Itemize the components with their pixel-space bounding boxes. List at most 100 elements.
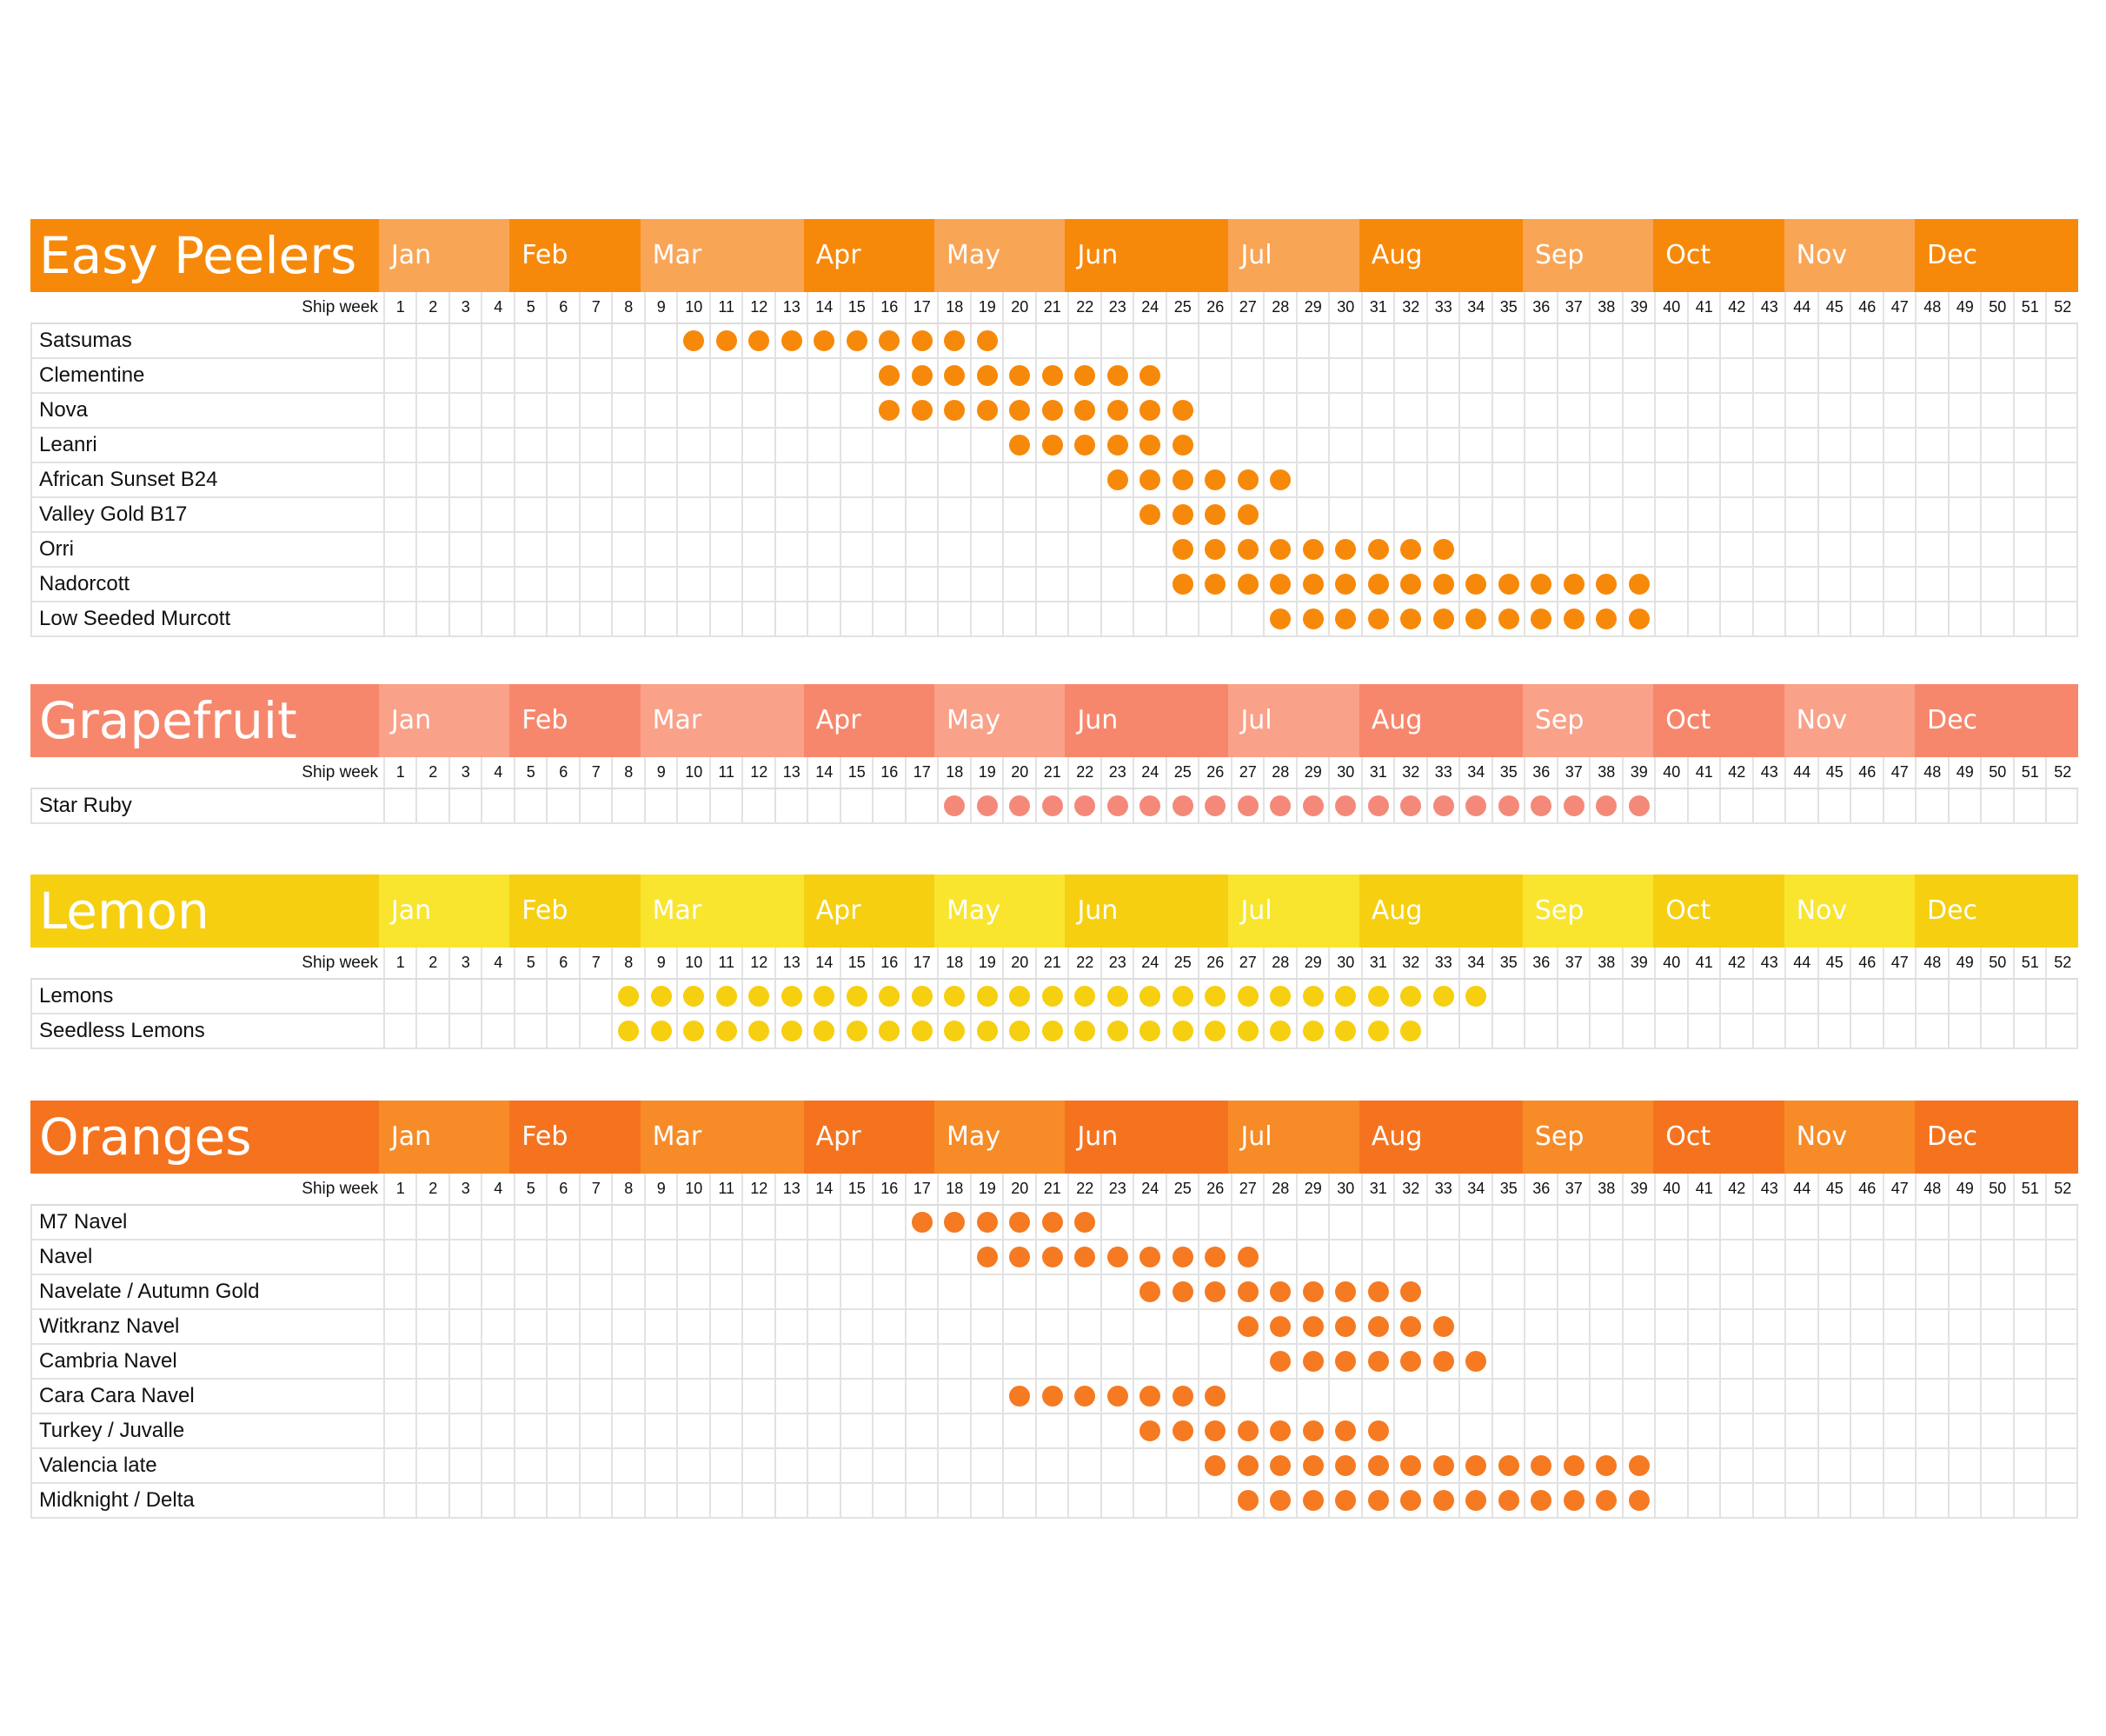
week-cell <box>1686 324 1720 357</box>
week-cell <box>1198 1484 1231 1517</box>
month-label: Nov <box>1784 875 1915 948</box>
availability-dot <box>781 986 802 1007</box>
week-cell <box>1817 1275 1850 1308</box>
week-cell <box>1165 463 1199 496</box>
week-number: 14 <box>807 757 840 788</box>
week-number: 24 <box>1133 292 1166 323</box>
week-cell <box>1621 1240 1655 1274</box>
week-cell <box>839 359 873 392</box>
week-cell <box>1784 1014 1817 1048</box>
month-label: Jun <box>1065 1101 1229 1174</box>
variety-name: Nova <box>30 394 383 427</box>
week-cell <box>1947 1240 1981 1274</box>
variety-name: Turkey / Juvalle <box>30 1414 383 1447</box>
availability-dot <box>1432 986 1454 1007</box>
availability-dot <box>911 1212 933 1233</box>
week-cell <box>1915 1014 1948 1048</box>
week-cell <box>1817 789 1850 822</box>
week-cell <box>1133 568 1166 601</box>
week-cell <box>969 463 1003 496</box>
week-cell <box>1589 394 1622 427</box>
availability-dot <box>1041 1247 1063 1267</box>
week-cell <box>1850 359 1883 392</box>
week-number: 23 <box>1100 757 1133 788</box>
variety-name: Cambria Navel <box>30 1345 383 1378</box>
availability-dot <box>1596 1490 1618 1511</box>
week-number: 19 <box>969 948 1003 978</box>
week-cell <box>1751 602 1785 635</box>
week-cell <box>1393 498 1426 531</box>
week-cell <box>904 429 938 462</box>
week-number: 17 <box>904 948 938 978</box>
week-cell <box>1328 1206 1361 1239</box>
week-cell <box>937 1484 970 1517</box>
week-cell <box>969 498 1003 531</box>
week-cell <box>807 498 840 531</box>
week-cell <box>1980 1414 2013 1447</box>
week-cell <box>839 1449 873 1482</box>
week-cell <box>1034 1414 1068 1447</box>
availability-dot <box>1531 1490 1552 1511</box>
availability-dot <box>1498 1490 1519 1511</box>
week-cell <box>1230 498 1264 531</box>
week-cell <box>1915 789 1948 822</box>
week-number: 5 <box>513 757 547 788</box>
week-cell <box>578 1206 612 1239</box>
week-cell <box>969 568 1003 601</box>
week-cell <box>1621 394 1655 427</box>
week-cell <box>969 1206 1003 1239</box>
week-cell <box>2012 1380 2046 1413</box>
week-cell <box>1230 602 1264 635</box>
week-cell <box>1719 394 1752 427</box>
week-cell <box>546 1275 579 1308</box>
week-cell <box>1100 498 1133 531</box>
week-number: 19 <box>969 1174 1003 1204</box>
week-cell <box>1686 1449 1720 1482</box>
availability-dot <box>1270 1351 1292 1372</box>
availability-dot <box>1400 1316 1422 1337</box>
week-cell <box>1067 568 1100 601</box>
week-cell <box>1686 1206 1720 1239</box>
week-cell <box>708 1275 742 1308</box>
week-cell <box>676 1414 709 1447</box>
week-cell <box>741 1484 774 1517</box>
week-cell <box>1002 324 1035 357</box>
week-number: 18 <box>937 948 970 978</box>
availability-dot <box>1139 795 1161 816</box>
availability-dot <box>976 1247 998 1267</box>
week-cell <box>1621 568 1655 601</box>
week-cell <box>382 1380 416 1413</box>
week-cell <box>2045 324 2078 357</box>
week-cell <box>415 394 448 427</box>
week-cell <box>1751 1275 1785 1308</box>
week-cell <box>1491 1484 1525 1517</box>
week-cell <box>807 1206 840 1239</box>
week-cell <box>1458 1414 1491 1447</box>
week-cell <box>1524 1310 1557 1343</box>
week-cell <box>708 980 742 1013</box>
week-cell <box>1751 1206 1785 1239</box>
week-cell <box>1817 1484 1850 1517</box>
week-cell <box>1947 789 1981 822</box>
week-number: 39 <box>1621 1174 1655 1204</box>
week-cell <box>1328 1449 1361 1482</box>
week-cell <box>1034 1310 1068 1343</box>
month-label: Feb <box>509 684 641 757</box>
week-number: 24 <box>1133 1174 1166 1204</box>
week-cell <box>1556 1240 1590 1274</box>
availability-dot <box>1400 1351 1422 1372</box>
week-cell <box>774 359 807 392</box>
week-cell <box>676 1014 709 1048</box>
week-cell <box>708 1345 742 1378</box>
week-cell <box>1621 1014 1655 1048</box>
week-cell <box>1915 394 1948 427</box>
week-number: 38 <box>1589 292 1622 323</box>
availability-dot <box>781 330 802 351</box>
week-cell <box>1425 1449 1459 1482</box>
week-cell <box>1002 1449 1035 1482</box>
week-number: 28 <box>1263 292 1296 323</box>
month-label: Jun <box>1065 219 1229 292</box>
week-cell <box>546 980 579 1013</box>
week-cell <box>1589 533 1622 566</box>
week-cell <box>1589 789 1622 822</box>
